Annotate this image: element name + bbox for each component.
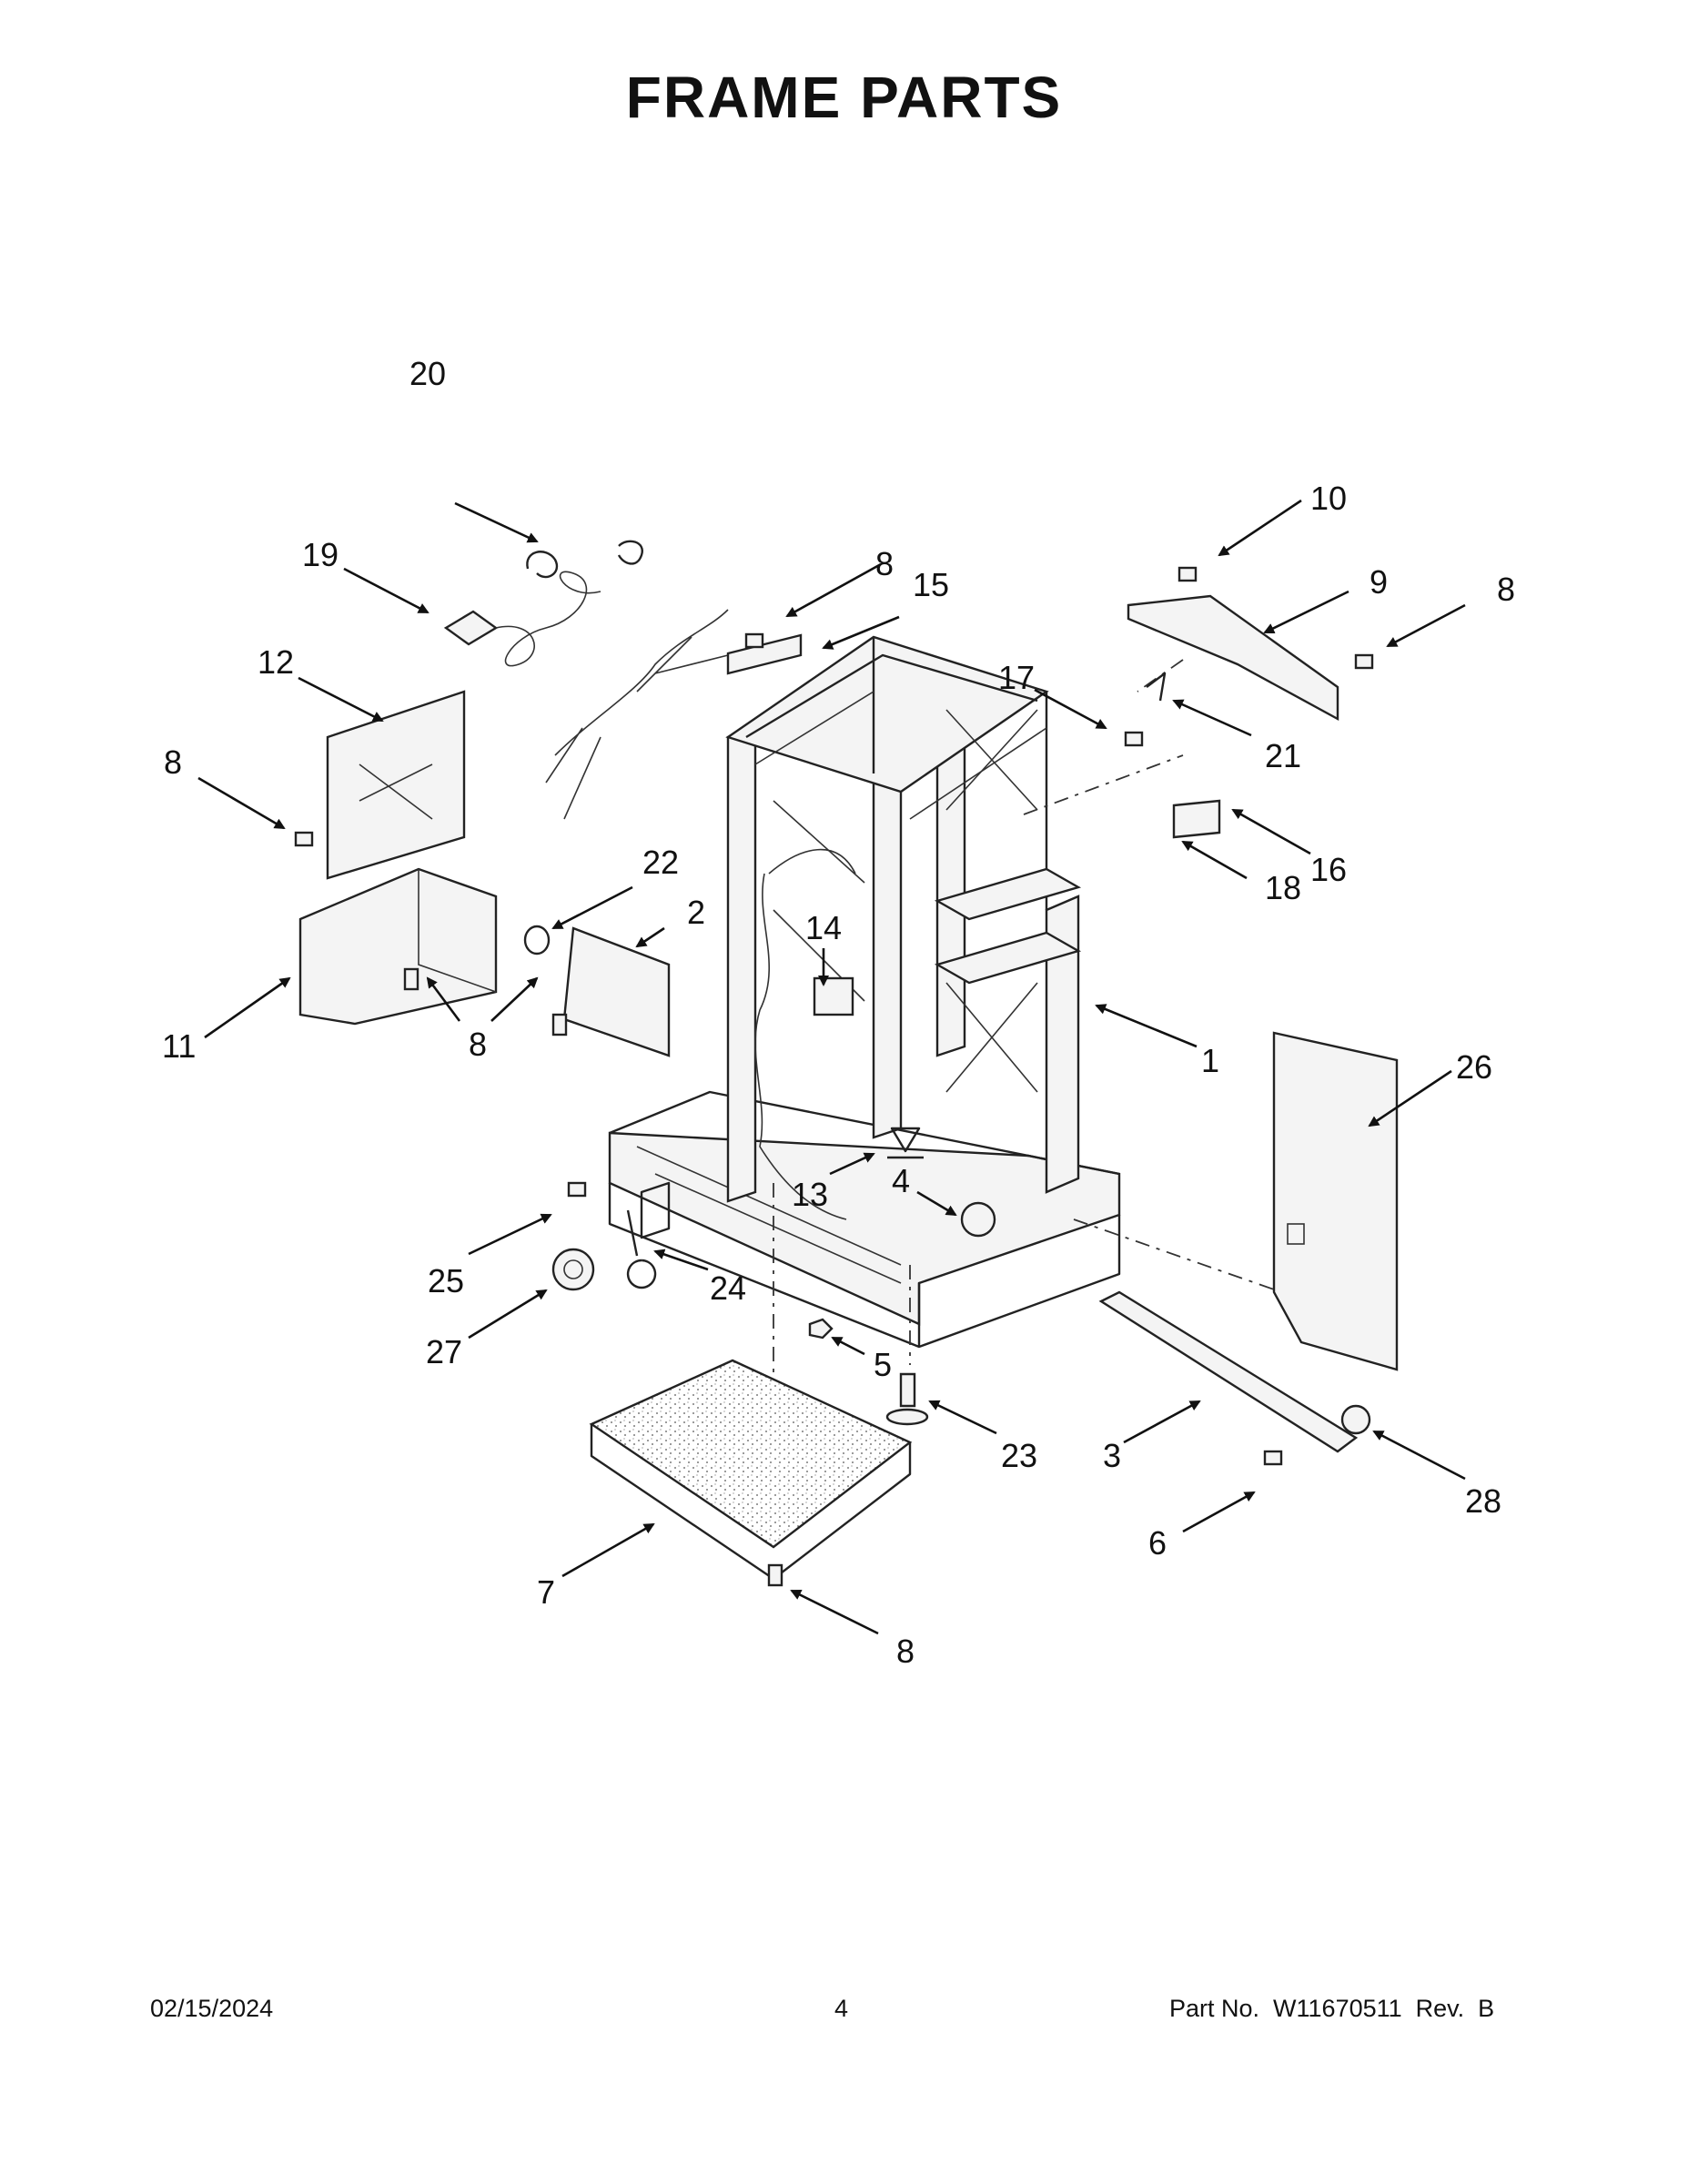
- callout-26: 26: [1456, 1048, 1492, 1086]
- frame-assembly: [608, 635, 1121, 1349]
- callout-11: 11: [162, 1027, 196, 1065]
- wheel-left-part: [551, 1248, 595, 1291]
- rail-part: [1098, 1290, 1359, 1453]
- callout-24: 24: [710, 1269, 746, 1307]
- callout-16: 16: [1310, 851, 1347, 888]
- callout-17: 17: [998, 659, 1035, 696]
- callout-9: 9: [1370, 563, 1388, 601]
- callout-3: 3: [1103, 1437, 1121, 1474]
- grommet-part: [526, 551, 559, 579]
- switch-part: [813, 976, 854, 1016]
- callout-8-bottom: 8: [896, 1633, 915, 1670]
- callout-25: 25: [428, 1262, 464, 1299]
- callout-21: 21: [1265, 737, 1301, 774]
- callout-8-left: 8: [164, 743, 182, 781]
- top-bracket-part: [726, 633, 803, 675]
- callout-7: 7: [537, 1573, 555, 1611]
- wheel-right-part: [1340, 1404, 1371, 1435]
- callout-13: 13: [792, 1176, 828, 1213]
- footer-date: 02/15/2024: [150, 1995, 274, 2022]
- callout-14: 14: [805, 909, 842, 946]
- screws: [294, 566, 1374, 1587]
- callout-12: 12: [258, 643, 294, 681]
- callout-arrows: [197, 499, 1466, 1635]
- callout-22: 22: [642, 844, 679, 881]
- footer-page-number: 4: [834, 1995, 849, 2022]
- channel-bracket-part: [1127, 594, 1339, 722]
- bottom-pan-part: [589, 1359, 913, 1549]
- thermostat-part: [960, 1201, 996, 1238]
- callout-4: 4: [892, 1162, 910, 1199]
- side-panel-part: [1272, 1031, 1399, 1371]
- footer-part-number: Part No. W11670511 Rev. B: [1169, 1995, 1495, 2022]
- callout-8-right: 8: [1497, 571, 1515, 608]
- callout-labels: 20 19 12 8 22 2 11 8 8 15 14 17 10 9 8 2…: [162, 355, 1515, 1670]
- shield-part: [298, 867, 498, 1026]
- caster-part: [626, 1209, 657, 1289]
- washer-part: [523, 925, 551, 956]
- callout-8-shield: 8: [469, 1026, 487, 1063]
- callout-8-top: 8: [875, 545, 894, 582]
- spring-grommet-part: [887, 1127, 924, 1159]
- clip-part: [1146, 672, 1167, 702]
- callout-1: 1: [1201, 1042, 1219, 1079]
- callout-19: 19: [302, 536, 339, 573]
- callout-27: 27: [426, 1333, 462, 1370]
- relay-bracket-part: [1172, 799, 1221, 839]
- callout-5: 5: [874, 1346, 892, 1383]
- leveling-leg-part: [899, 1372, 916, 1408]
- callout-10: 10: [1310, 480, 1347, 517]
- callout-6: 6: [1148, 1524, 1167, 1562]
- power-cord-part: [443, 571, 601, 667]
- callout-18: 18: [1265, 869, 1301, 906]
- wire-harness-part: [545, 609, 729, 820]
- callout-2: 2: [687, 894, 705, 931]
- callout-15: 15: [913, 566, 949, 603]
- callout-20: 20: [409, 355, 446, 392]
- nut-part: [808, 1318, 834, 1340]
- page-title: FRAME PARTS: [625, 65, 1063, 130]
- callout-23: 23: [1001, 1437, 1037, 1474]
- callout-28: 28: [1465, 1482, 1501, 1520]
- back-panel-part: [326, 690, 466, 880]
- bracket-part: [562, 926, 671, 1057]
